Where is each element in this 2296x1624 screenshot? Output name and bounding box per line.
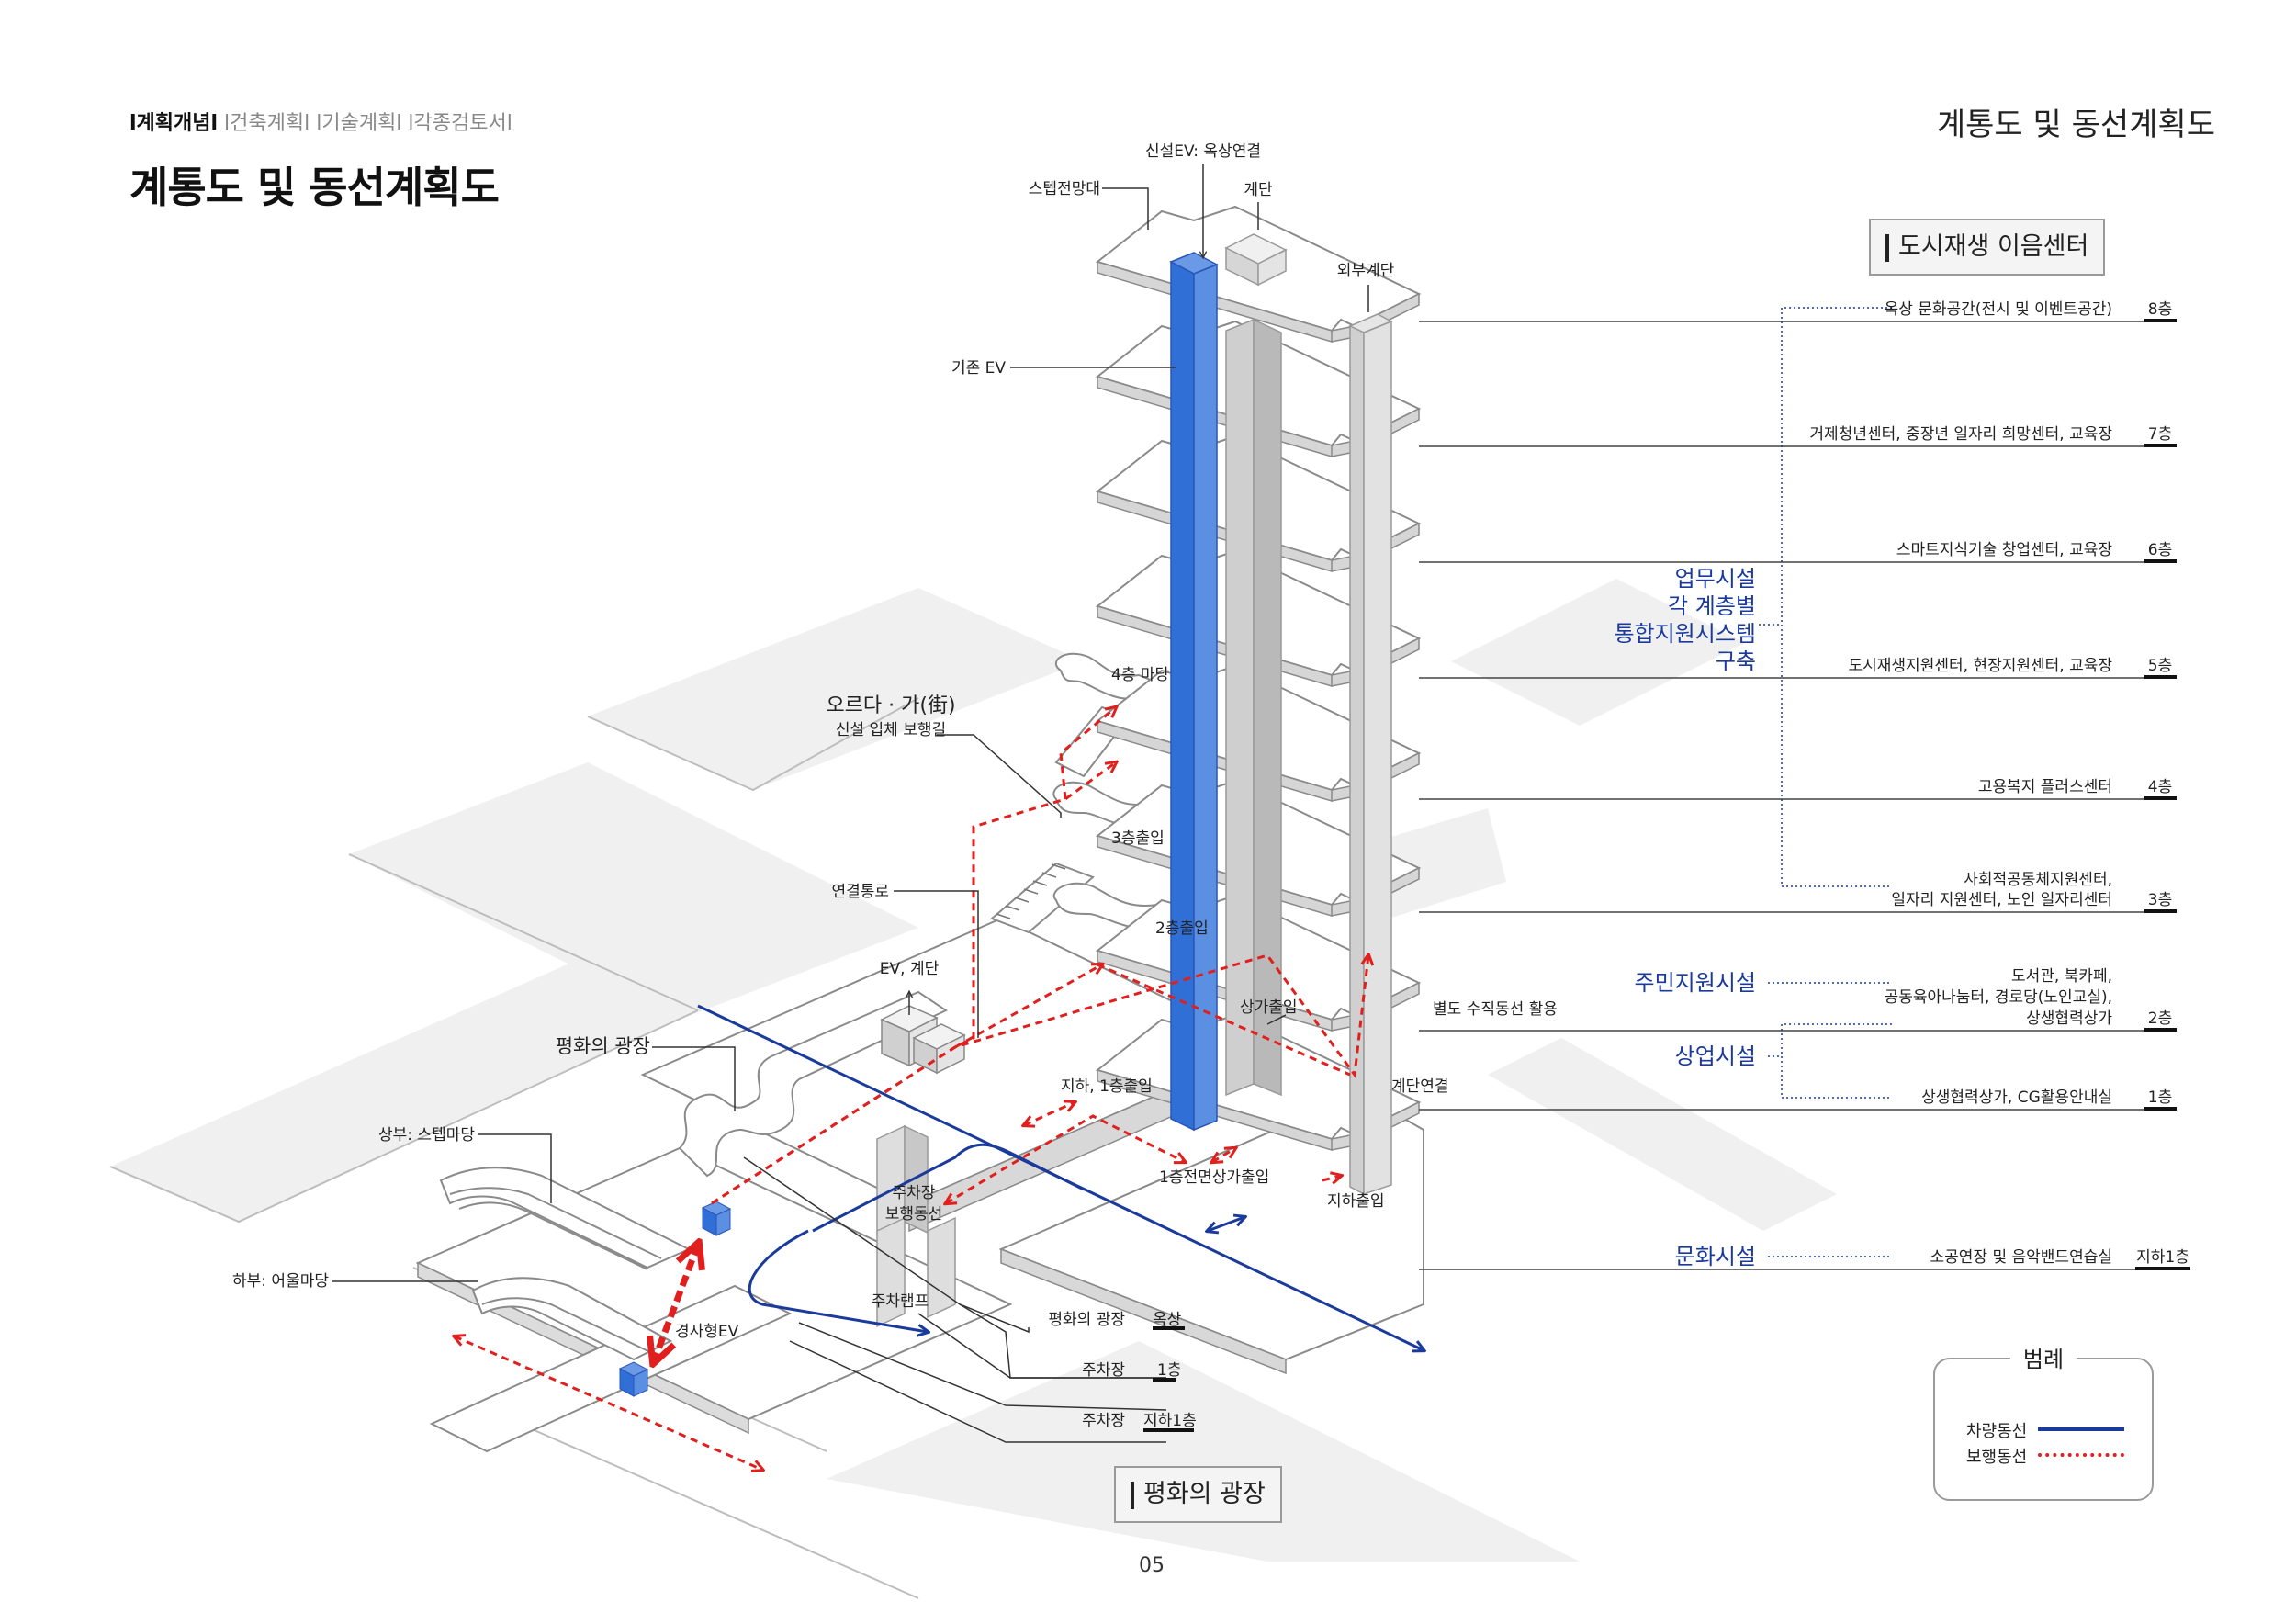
roof-stair-box xyxy=(1224,233,1288,287)
page-title: 계통도 및 동선계획도 xyxy=(129,163,500,212)
breadcrumb-item-review[interactable]: l각종검토서l xyxy=(408,112,512,135)
floor-2-num: 2층 xyxy=(2148,1009,2172,1028)
floor-8-desc: 옥상 문화공간(전시 및 이벤트공간) xyxy=(1885,300,2112,319)
parking-columns xyxy=(876,1124,956,1328)
label-parking-ramp: 주차램프 xyxy=(872,1292,929,1311)
plaza-name-box: 평화의 광장 xyxy=(1114,1466,1282,1523)
label-ext-stairs: 외부계단 xyxy=(1337,262,1395,280)
label-shop-entry: 상가출입 xyxy=(1240,998,1298,1017)
category-office-4: 구축 xyxy=(1716,648,1756,674)
floor-number-underlines xyxy=(1143,319,2190,1432)
legend-pedestrian-label: 보행동선 xyxy=(1966,1448,2028,1467)
floor-2-desc3: 상생협력상가 xyxy=(2026,1009,2112,1028)
legend-pedestrian-line xyxy=(2038,1453,2124,1457)
ev-stair-boxes xyxy=(880,1005,966,1075)
box-accent-bar xyxy=(1885,233,1889,262)
breadcrumb-item-architecture[interactable]: l건축계획l xyxy=(224,112,310,135)
floor-3-desc: 사회적공동체지원센터, xyxy=(1964,871,2112,889)
breadcrumb-item-concept[interactable]: l계획개념l xyxy=(129,112,219,135)
category-resident: 주민지원시설 xyxy=(1635,970,1756,996)
ev-shafts xyxy=(1169,252,1393,1196)
label-level-plaza: 평화의 광장 xyxy=(1048,1311,1125,1329)
breadcrumb: l계획개념l l건축계획l l기술계획l l각종검토서l xyxy=(129,107,512,136)
section-title: 계통도 및 동선계획도 xyxy=(1936,107,2215,143)
label-vertical-sep: 별도 수직동선 활용 xyxy=(1433,1000,1558,1019)
floor-5-num: 5층 xyxy=(2148,657,2172,675)
legend-vehicle-label: 차량동선 xyxy=(1966,1422,2028,1441)
label-stairs: 계단 xyxy=(1244,181,1273,199)
slope-ev-path xyxy=(654,1245,698,1361)
page-number: 05 xyxy=(1139,1554,1165,1577)
label-level-parking-b1: 주차장 xyxy=(1082,1412,1125,1430)
floor-7-desc: 거제청년센터, 중장년 일자리 희망센터, 교육장 xyxy=(1809,425,2112,444)
label-parking-ped2: 보행동선 xyxy=(885,1205,943,1224)
floor-8-num: 8층 xyxy=(2148,300,2172,319)
floor-3-desc2: 일자리 지원센터, 노인 일자리센터 xyxy=(1891,891,2112,909)
label-orda-title: 오르다 · 가(街) xyxy=(826,694,955,717)
breadcrumb-item-technical[interactable]: l기술계획l xyxy=(316,112,402,135)
label-level-parking-1-floor: 1층 xyxy=(1157,1361,1181,1380)
box-accent-bar xyxy=(1131,1481,1134,1509)
floor-6-num: 6층 xyxy=(2148,541,2172,559)
label-orda-sub: 신설 입체 보행길 xyxy=(836,721,946,739)
label-basement-exit: 지하출입 xyxy=(1327,1192,1385,1211)
floor-b1-num: 지하1층 xyxy=(2136,1248,2189,1267)
floor-2-desc2: 공동육아나눔터, 경로당(노인교실), xyxy=(1885,988,2112,1007)
floor-4-num: 4층 xyxy=(2148,778,2172,796)
floor-connector-lines xyxy=(1419,321,2172,1270)
floor-2-desc: 도서관, 북카페, xyxy=(2011,967,2112,986)
category-labels: 업무시설 각 계층별 통합지원시스템 구축 주민지원시설 상업시설 문화시설 xyxy=(1614,566,1756,1269)
label-step-deck: 스텝전망대 xyxy=(1029,180,1100,198)
floor-b1-desc: 소공연장 및 음악밴드연습실 xyxy=(1930,1248,2113,1267)
category-culture: 문화시설 xyxy=(1675,1244,1756,1269)
callout-labels: 신설EV: 옥상연결 스텝전망대 계단 외부계단 기존 EV 4층 마당 오르다… xyxy=(232,142,1558,1430)
label-level-parking-1: 주차장 xyxy=(1082,1361,1125,1380)
label-level-parking-b1-floor: 지하1층 xyxy=(1143,1412,1197,1430)
label-yard-4f: 4층 마당 xyxy=(1111,666,1169,684)
category-office-3: 통합지원시스템 xyxy=(1614,621,1756,647)
label-new-ev: 신설EV: 옥상연결 xyxy=(1145,142,1261,161)
label-stair-link: 계단연결 xyxy=(1391,1077,1449,1096)
label-basement-1f-entry: 지하, 1층출입 xyxy=(1061,1077,1153,1096)
building-name-box: 도시재생 이음센터 xyxy=(1869,219,2106,276)
floor-6-desc: 스마트지식기술 창업센터, 교육장 xyxy=(1896,541,2113,559)
floor-1-desc: 상생협력상가, CG활용안내실 xyxy=(1921,1088,2112,1107)
stair-hatch xyxy=(996,863,1066,919)
label-slope-ev: 경사형EV xyxy=(675,1323,739,1341)
category-office-2: 각 계층별 xyxy=(1668,593,1756,619)
legend-title: 범례 xyxy=(2009,1341,2077,1373)
plaza-name: 평화의 광장 xyxy=(1143,1480,1266,1508)
label-ev-stairs: EV, 계단 xyxy=(880,960,940,978)
curvy-walkway xyxy=(678,990,949,1178)
label-level-plaza-floor: 옥상 xyxy=(1153,1311,1182,1329)
leader-lines xyxy=(332,164,1369,1443)
floor-descriptions: 옥상 문화공간(전시 및 이벤트공간) 8층 거제청년센터, 중장년 일자리 희… xyxy=(1809,300,2189,1267)
label-parking-ped: 주차장 xyxy=(893,1184,936,1202)
floor-3-num: 3층 xyxy=(2148,891,2172,909)
label-entry-2f: 2층출입 xyxy=(1155,919,1209,938)
label-plaza: 평화의 광장 xyxy=(556,1035,650,1057)
building-name: 도시재생 이음센터 xyxy=(1898,232,2089,261)
legend: 범례 차량동선 보행동선 xyxy=(1933,1341,2154,1501)
category-office-1: 업무시설 xyxy=(1675,566,1756,592)
label-entry-3f: 3층출입 xyxy=(1111,829,1165,848)
floor-7-num: 7층 xyxy=(2148,425,2172,444)
floor-4-desc: 고용복지 플러스센터 xyxy=(1978,778,2112,796)
label-front-shop-entry: 1층전면상가출입 xyxy=(1159,1168,1269,1187)
label-corridor: 연결통로 xyxy=(831,883,889,901)
floor-5-desc: 도시재생지원센터, 현장지원센터, 교육장 xyxy=(1849,657,2113,675)
label-existing-ev: 기존 EV xyxy=(951,359,1006,378)
floor-1-num: 1층 xyxy=(2148,1088,2172,1107)
category-commercial: 상업시설 xyxy=(1675,1043,1756,1069)
legend-vehicle-line xyxy=(2038,1427,2124,1431)
label-upper-step: 상부: 스텝마당 xyxy=(378,1126,475,1145)
label-lower-yard: 하부: 어울마당 xyxy=(232,1272,329,1291)
category-dotted-lines xyxy=(1759,307,1892,1257)
pedestrian-route xyxy=(455,707,1368,1470)
